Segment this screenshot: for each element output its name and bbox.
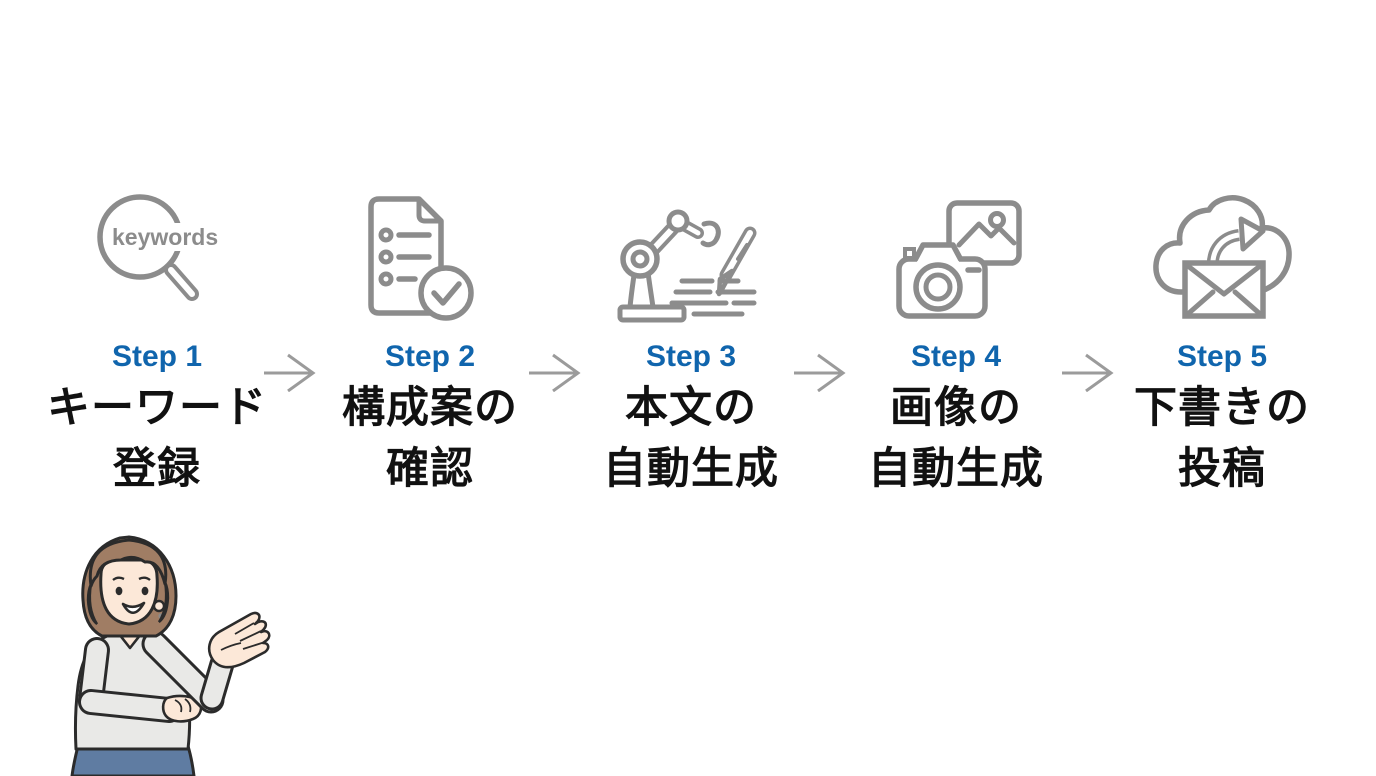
step3-icon-box xyxy=(541,192,841,324)
step3-title: 本文の 自動生成 xyxy=(541,378,841,500)
arrow-right-icon xyxy=(529,353,581,392)
step4-title: 画像の 自動生成 xyxy=(806,378,1106,500)
step2-icon-box xyxy=(280,192,580,324)
step-column-3: Step 3 本文の 自動生成 xyxy=(541,192,841,500)
step1-icon-box: keywords xyxy=(7,192,307,324)
step3-title-line2: 自動生成 xyxy=(603,445,779,494)
robot-writing-icon xyxy=(617,209,757,323)
step5-title-line1: 下書きの xyxy=(1134,384,1310,432)
arrow-right-icon xyxy=(1062,353,1114,392)
step5-title: 下書きの 投稿 xyxy=(1072,378,1372,500)
step1-title-line2: 登録 xyxy=(113,445,201,494)
step-column-5: Step 5 下書きの 投稿 xyxy=(1072,192,1372,500)
step5-icon-box xyxy=(1072,192,1372,324)
arrow-right-icon xyxy=(794,353,846,392)
step1-title-line1: キーワード xyxy=(47,384,267,432)
keywords-magnifier-icon: keywords xyxy=(97,194,230,301)
step4-label: Step 4 xyxy=(910,340,1002,373)
step2-label: Step 2 xyxy=(384,340,476,373)
magnifier-keywords-text: keywords xyxy=(112,224,218,250)
arrow-right-icon xyxy=(264,353,316,392)
presenter-woman-illustration xyxy=(70,535,271,776)
step2-title: 構成案の 確認 xyxy=(280,378,580,500)
step5-label: Step 5 xyxy=(1176,340,1268,373)
camera-images-icon xyxy=(896,200,1022,319)
step3-label: Step 3 xyxy=(645,340,737,373)
step-column-4: Step 4 画像の 自動生成 xyxy=(806,192,1106,500)
step3-title-line1: 本文の xyxy=(625,384,757,432)
step5-title-line2: 投稿 xyxy=(1178,445,1266,494)
step2-title-line2: 確認 xyxy=(386,445,474,494)
step-column-1: keywords Step 1 キーワード 登録 xyxy=(7,192,307,500)
step1-label: Step 1 xyxy=(111,340,203,373)
step1-title: キーワード 登録 xyxy=(7,378,307,500)
step4-title-line2: 自動生成 xyxy=(868,445,1044,494)
step2-title-line1: 構成案の xyxy=(342,384,518,432)
checklist-document-icon xyxy=(368,196,474,321)
cloud-upload-mail-icon xyxy=(1153,195,1292,319)
step4-title-line1: 画像の xyxy=(890,384,1022,432)
step-column-2: Step 2 構成案の 確認 xyxy=(280,192,580,500)
step4-icon-box xyxy=(806,192,1106,324)
